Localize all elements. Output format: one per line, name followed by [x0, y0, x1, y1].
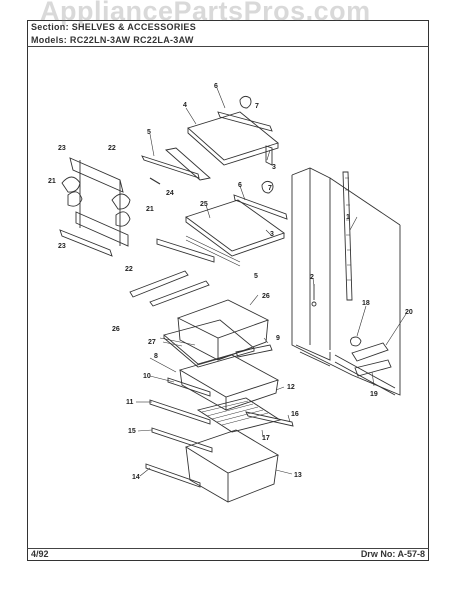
part-drawer-rails: [129, 270, 210, 307]
callout-22b: 22: [125, 266, 133, 273]
drawing-number: Drw No: A-57-8: [360, 549, 425, 559]
callout-25: 25: [200, 201, 208, 208]
part-upper-drawer: [176, 299, 270, 361]
callout-18: 18: [362, 300, 370, 307]
callout-7b: 7: [268, 185, 272, 192]
callout-12: 12: [287, 384, 295, 391]
cabinet-outline: [291, 167, 401, 396]
callout-26b: 26: [112, 326, 120, 333]
callout-27: 27: [148, 339, 156, 346]
callout-19: 19: [370, 391, 378, 398]
header-divider: [27, 46, 429, 47]
callout-6a: 6: [214, 83, 218, 90]
callout-22a: 22: [108, 145, 116, 152]
footer-divider: [27, 548, 429, 549]
callout-9: 9: [276, 335, 280, 342]
callout-11: 11: [126, 399, 134, 406]
part-meat-pan: [167, 354, 280, 411]
part-cover-bracket: [351, 342, 392, 377]
part-crisper-pan: [145, 429, 280, 503]
callout-23b: 23: [58, 243, 66, 250]
part-knob: [350, 336, 362, 347]
callout-3b: 3: [270, 231, 274, 238]
section-title: Section: SHELVES & ACCESSORIES: [31, 22, 197, 32]
callout-7a: 7: [255, 103, 259, 110]
callout-5b: 5: [254, 273, 258, 280]
callout-1: 1: [346, 214, 350, 221]
callout-6b: 6: [238, 182, 242, 189]
part-rail: [342, 171, 353, 301]
callout-labels: 1 2 3 3 4 5 5 6 6 7 7 8 9 10 11 12 13 14…: [48, 83, 413, 481]
callout-26a: 26: [262, 293, 270, 300]
part-glass-shelf-top: [165, 95, 279, 181]
model-numbers: Models: RC22LN-3AW RC22LA-3AW: [31, 35, 194, 45]
revision-date: 4/92: [31, 549, 49, 559]
part-glass-shelf-middle: [156, 180, 288, 267]
callout-23a: 23: [58, 145, 66, 152]
leader-lines: [136, 87, 407, 477]
watermark: AppliancePartsPros.com: [40, 0, 371, 26]
callout-8: 8: [154, 353, 158, 360]
diagram-frame: [27, 20, 429, 561]
callout-10: 10: [143, 373, 151, 380]
callout-16: 16: [291, 411, 299, 418]
part-shelf-frame-top: [141, 145, 273, 179]
callout-15: 15: [128, 428, 136, 435]
callout-14: 14: [132, 474, 140, 481]
part-screw: [311, 284, 317, 307]
part-drawer-supports: [149, 397, 294, 453]
callout-21b: 21: [146, 206, 154, 213]
callout-20: 20: [405, 309, 413, 316]
part-shelf-bracket-assembly: [59, 157, 161, 257]
callout-13: 13: [294, 472, 302, 479]
callout-24: 24: [166, 190, 174, 197]
callout-2: 2: [310, 274, 314, 281]
callout-4: 4: [183, 102, 187, 109]
callout-5a: 5: [147, 129, 151, 136]
callout-3a: 3: [272, 164, 276, 171]
callout-21a: 21: [48, 178, 56, 185]
callout-17: 17: [262, 435, 270, 442]
part-crisper-cover: [159, 319, 273, 368]
